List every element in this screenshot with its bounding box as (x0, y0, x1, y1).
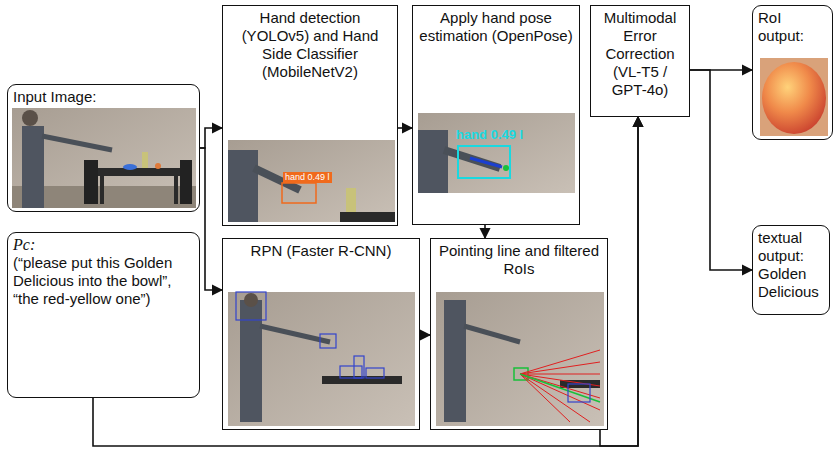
node-text: Apply hand pose estimation (OpenPose) (418, 9, 574, 45)
pose-crop (418, 113, 575, 193)
detection-label: hand 0.49 l (456, 127, 523, 142)
io-box: textual output:Golden Delicious (752, 225, 830, 315)
roi-apple (760, 58, 828, 136)
process-box: Hand detection (YOLOv5) and Hand Side Cl… (222, 5, 398, 226)
arrow-connector (398, 127, 412, 129)
node-text: Golden Delicious (758, 265, 824, 301)
rpn-image (228, 292, 415, 426)
hand-detection-crop (228, 140, 395, 222)
arrow-connector (200, 128, 222, 148)
node-text: Pointing line and filtered RoIs (436, 242, 602, 278)
node-text: Multimodal Error Correction (VL-T5 / GPT… (596, 9, 684, 99)
node-text: RoI output: (758, 9, 827, 45)
arrow-connector (484, 225, 486, 238)
node-text: Input Image: (13, 88, 194, 106)
node-text: (“please put this Golden Delicious into … (13, 254, 194, 308)
io-box: RoI output: (752, 5, 833, 140)
pointing-image (436, 292, 604, 426)
node-text: textual output: (758, 229, 824, 265)
process-box: Pointing line and filtered RoIs (430, 238, 608, 430)
node-text: Hand detection (YOLOv5) and Hand Side Cl… (228, 9, 392, 81)
arrow-connector (600, 117, 638, 446)
process-box: Multimodal Error Correction (VL-T5 / GPT… (590, 5, 690, 117)
arrow-connector (93, 117, 638, 446)
arrow-connector (690, 70, 752, 270)
io-box: Pc:(“please put this Golden Delicious in… (7, 232, 200, 398)
io-box: Input Image: (7, 84, 200, 212)
process-box: RPN (Faster R-CNN) (222, 238, 420, 430)
node-text: RPN (Faster R-CNN) (228, 242, 414, 260)
process-box: Apply hand pose estimation (OpenPose) (412, 5, 580, 225)
node-text: Pc: (13, 236, 194, 254)
arrow-connector (420, 334, 430, 336)
arrow-connector (200, 148, 222, 290)
detection-label: hand 0.49 l (283, 172, 332, 183)
input-photo (12, 108, 196, 208)
